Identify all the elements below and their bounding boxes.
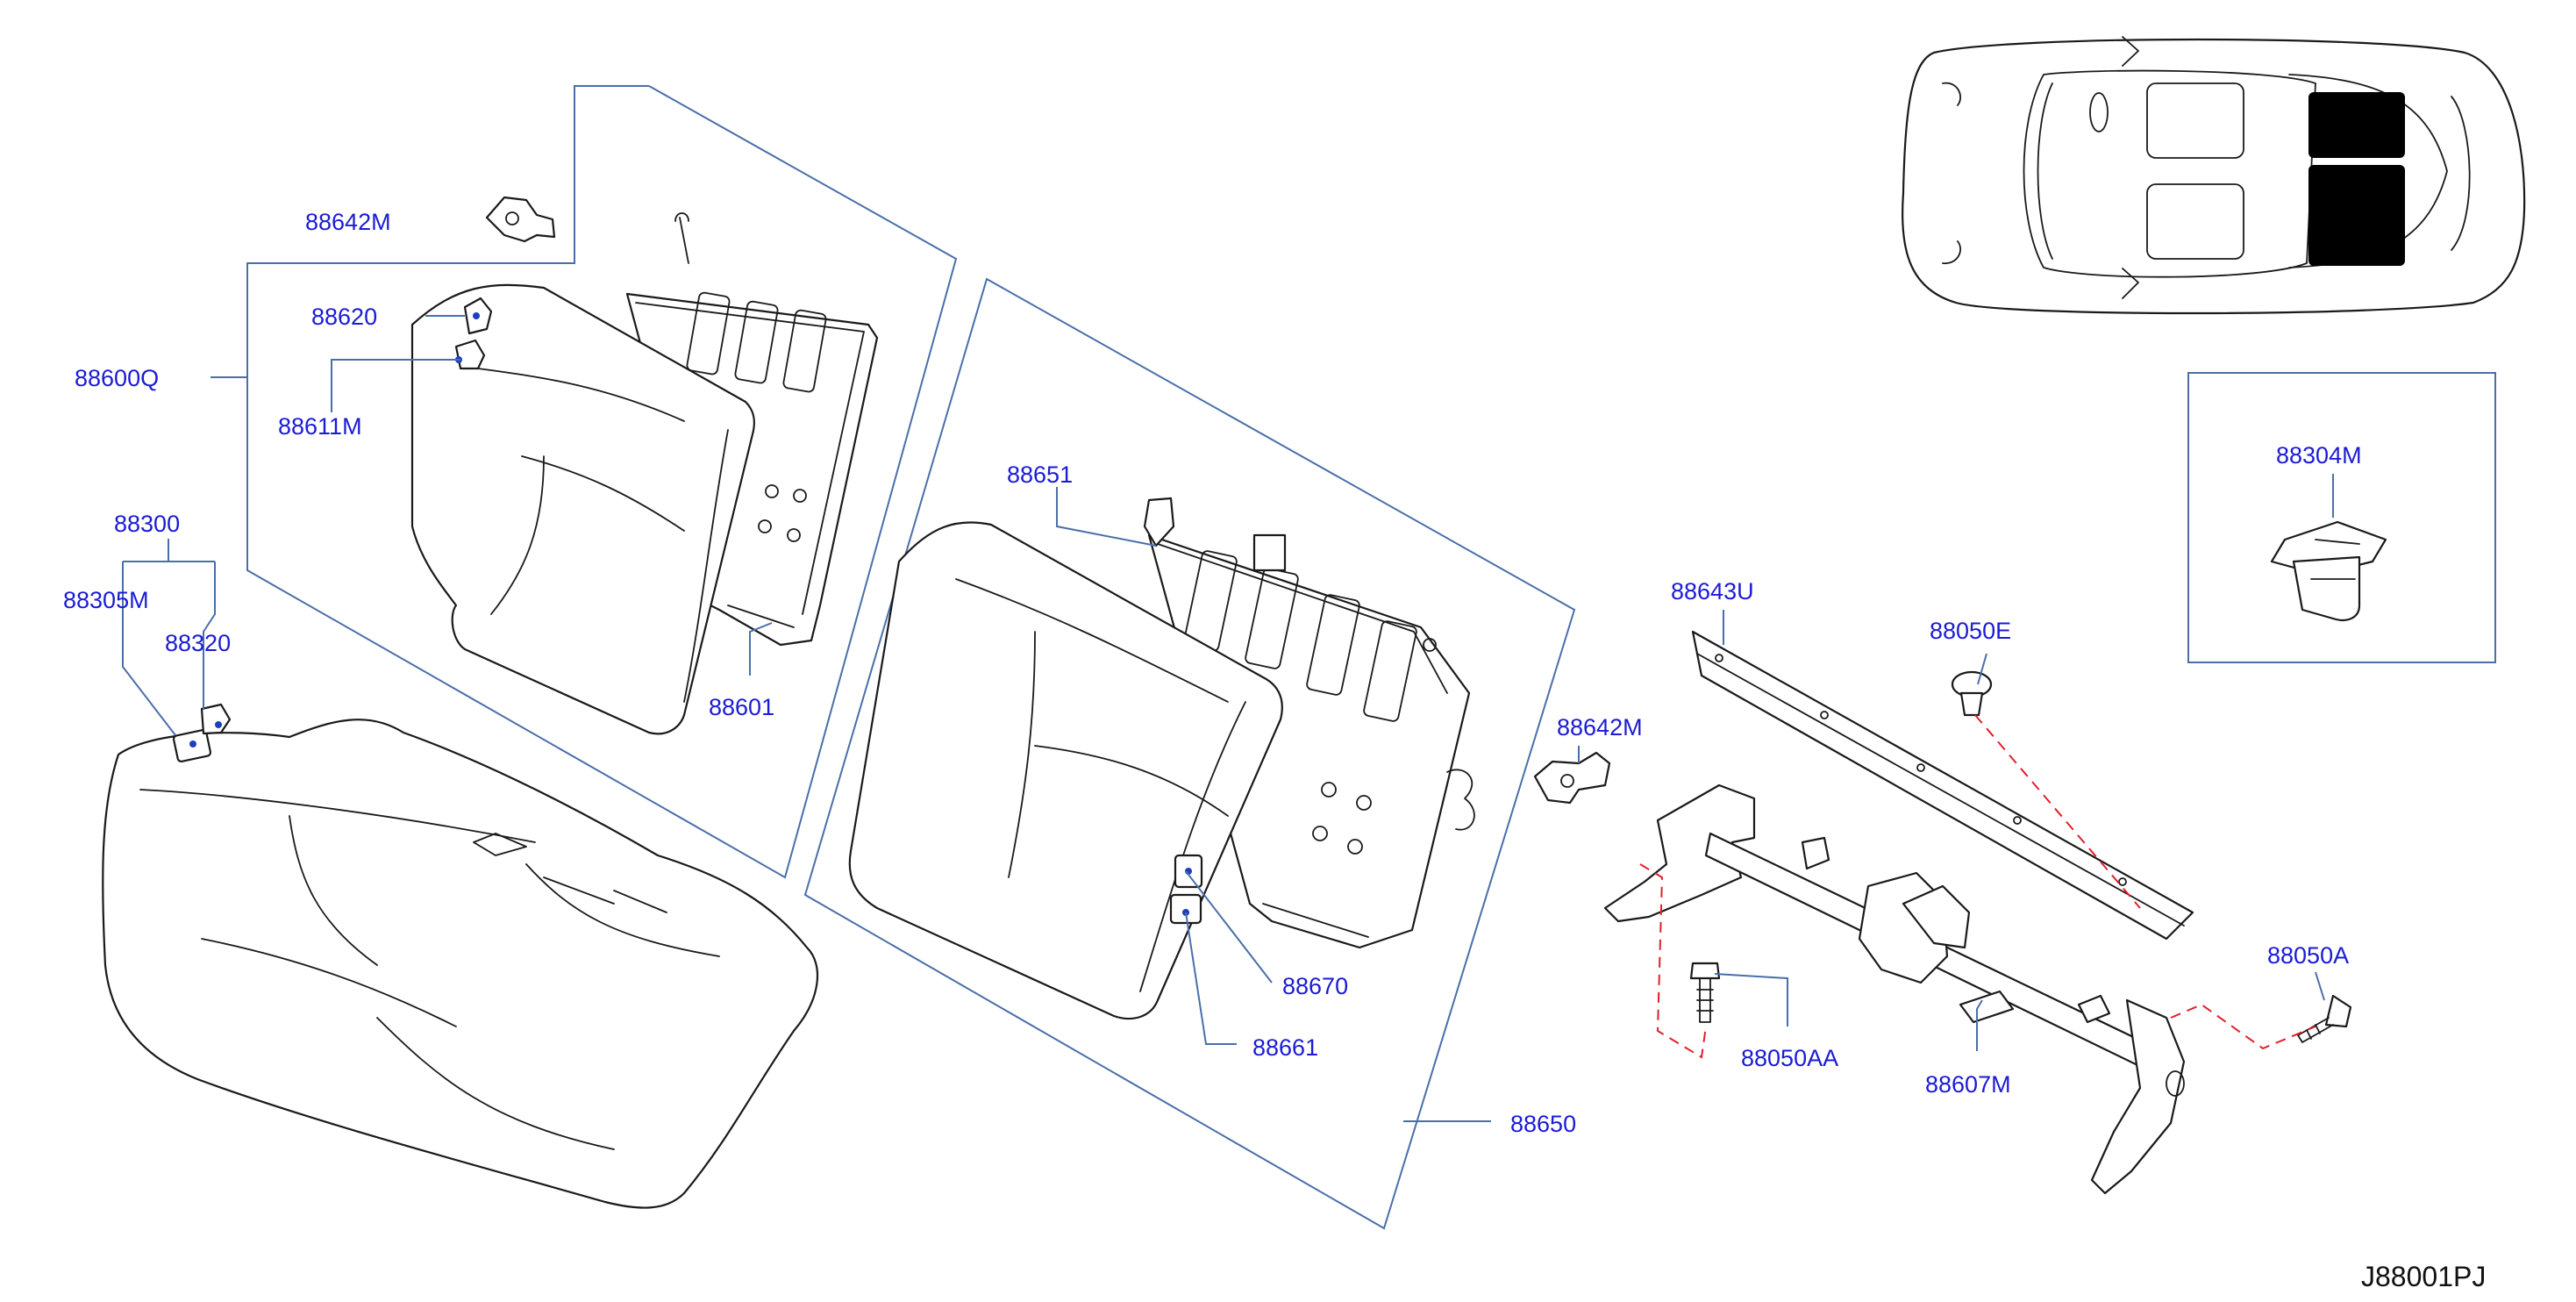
- frame-88650: [803, 277, 1576, 1230]
- diagram-code: J88001PJ: [2361, 1261, 2486, 1292]
- frame-88304M: [2187, 372, 2496, 663]
- callout-88050A: 88050A: [2267, 942, 2349, 969]
- callout-88650: 88650: [1510, 1111, 1576, 1137]
- callout-88670: 88670: [1282, 973, 1348, 999]
- clip-88304M: [2270, 520, 2387, 621]
- callout-88643U: 88643U: [1671, 578, 1754, 604]
- seat-back-cushion-left: [410, 283, 755, 735]
- bolt-88050AA: [1689, 962, 1721, 1023]
- rear-seat-highlight-lower: [2308, 165, 2405, 266]
- callout-88620: 88620: [311, 304, 377, 330]
- callout-88304M: 88304M: [2276, 442, 2362, 469]
- clip-88050E: [1951, 670, 1993, 717]
- fastener-path-88050A: [2170, 1003, 2316, 1050]
- callout-88601: 88601: [709, 694, 774, 720]
- clip-88620: [463, 297, 493, 335]
- callout-88050AA: 88050AA: [1741, 1045, 1838, 1071]
- seat-back-frame-88651: [1143, 497, 1475, 949]
- panel-88643U: [1691, 630, 2194, 941]
- seat-cushion-88300: [102, 703, 819, 1209]
- callout-88300: 88300: [114, 511, 180, 537]
- vehicle-locator: [1902, 36, 2526, 315]
- fastener-path-88050AA: [1639, 863, 1707, 1059]
- rear-seat-highlight-upper: [2308, 92, 2405, 158]
- callout-88661: 88661: [1252, 1034, 1318, 1061]
- callout-88305M: 88305M: [63, 587, 149, 613]
- callout-88642M-lower: 88642M: [1557, 714, 1643, 740]
- callout-88050E: 88050E: [1930, 618, 2011, 644]
- leader-lines: [122, 315, 2334, 1122]
- callout-88600Q: 88600Q: [75, 365, 159, 391]
- fastener-path-88050E: [1974, 714, 2141, 909]
- hook-88642M-upper: [485, 196, 556, 243]
- hook-88642M-lower: [1533, 751, 1611, 805]
- callout-88651: 88651: [1007, 461, 1073, 488]
- frame-88600Q: [246, 85, 958, 879]
- bolt-88050A: [2297, 994, 2352, 1043]
- clip-88611M: [454, 339, 486, 370]
- callout-88320: 88320: [165, 630, 231, 656]
- callout-88642M-upper: 88642M: [305, 209, 391, 235]
- bracket-88607M: [1603, 783, 2186, 1195]
- callout-88611M: 88611M: [278, 413, 362, 440]
- callout-88607M: 88607M: [1925, 1071, 2011, 1098]
